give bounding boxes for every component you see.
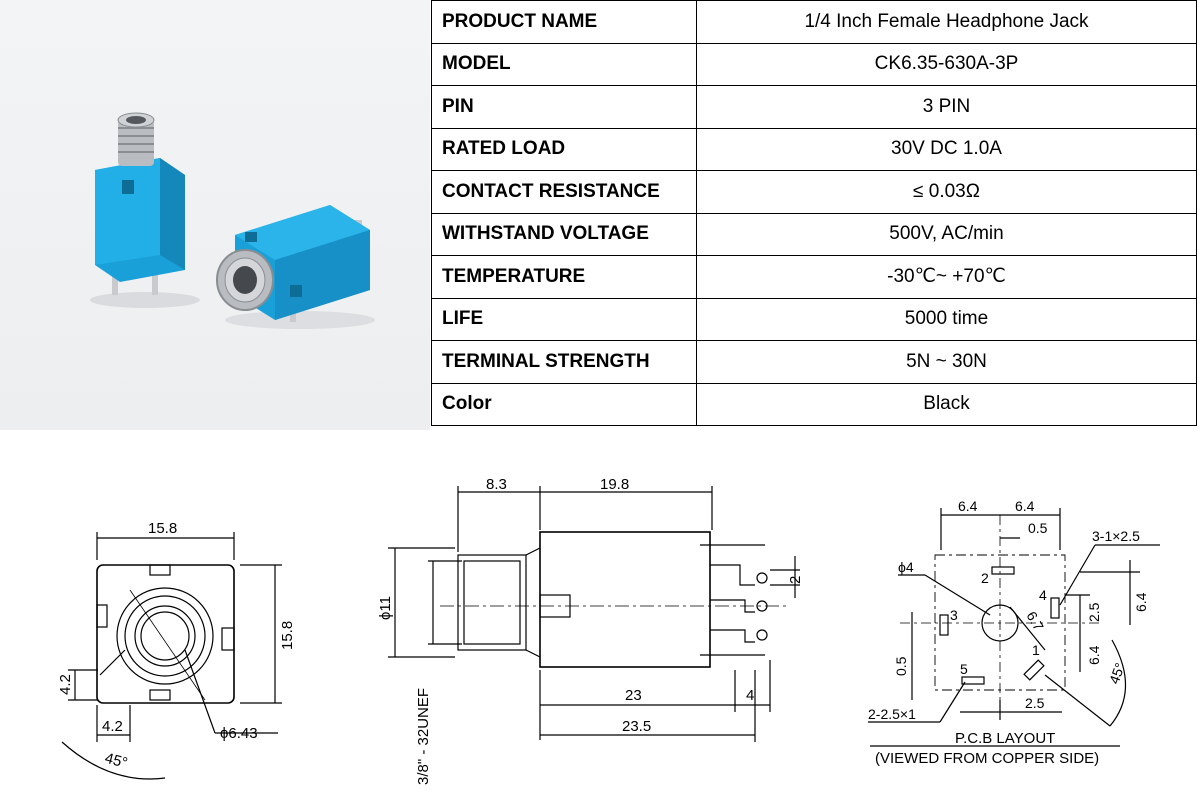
table-row: WITHSTAND VOLTAGE 500V, AC/min (431, 212, 1197, 256)
spec-key: PRODUCT NAME (431, 0, 697, 44)
pcb-dim-25h: 2.5 (1025, 695, 1045, 711)
side-view-drawing: 8.3 19.8 ϕ11 3/8" - 32UNEF 2 23 4 23.5 (377, 476, 804, 785)
jack-upright (95, 112, 185, 295)
spec-key: PIN (431, 85, 697, 129)
pcb-dim-left: 6.4 (958, 498, 978, 514)
pcb-dim-right: 6.4 (1015, 498, 1035, 514)
spec-key: LIFE (431, 297, 697, 341)
pcb-dim-25v: 2.5 (1086, 602, 1102, 622)
pcb-dim-05v: 0.5 (893, 656, 909, 676)
pcb-dim-64v: 6.4 (1133, 592, 1149, 612)
front-view-drawing: 15.8 15.8 4.2 4.2 ϕ6.43 45° (57, 520, 296, 780)
product-photo (0, 0, 430, 430)
spec-key: TERMINAL STRENGTH (431, 340, 697, 384)
spec-value: 5000 time (696, 297, 1197, 341)
pcb-pin-5: 5 (960, 661, 968, 677)
table-row: PRODUCT NAME 1/4 Inch Female Headphone J… (431, 0, 1197, 44)
jack-photo-illustration (90, 112, 375, 329)
table-row: CONTACT RESISTANCE ≤ 0.03Ω (431, 170, 1197, 214)
side-body-label: 23 (625, 687, 642, 704)
pcb-slot-label: 3-1×2.5 (1092, 528, 1140, 544)
spec-key: Color (431, 382, 697, 426)
side-pin-dim-label: 2 (787, 576, 804, 584)
table-row: Color Black (431, 382, 1197, 426)
pcb-slot2-label: 2-2.5×1 (868, 706, 916, 722)
jack-lying (216, 205, 370, 322)
spec-value: 30V DC 1.0A (696, 127, 1197, 171)
table-row: LIFE 5000 time (431, 297, 1197, 341)
spec-key: CONTACT RESISTANCE (431, 170, 697, 214)
pcb-pin-4: 4 (1039, 587, 1047, 603)
pcb-layout-drawing: 2 4 3 5 1 6.4 6.4 0.5 3-1×2.5 ϕ4 6.7 2.5… (868, 498, 1160, 767)
spec-value: ≤ 0.03Ω (696, 170, 1197, 214)
side-diameter-label: ϕ11 (377, 596, 394, 620)
pcb-hole-label: ϕ4 (898, 559, 914, 575)
spec-value: 5N ~ 30N (696, 340, 1197, 384)
table-row: RATED LOAD 30V DC 1.0A (431, 127, 1197, 171)
pcb-subtitle: (VIEWED FROM COPPER SIDE) (875, 750, 1099, 767)
pcb-dim-67: 6.7 (1023, 609, 1047, 634)
side-thread-label: 3/8" - 32UNEF (415, 688, 432, 785)
spec-value: 3 PIN (696, 85, 1197, 129)
table-row: TERMINAL STRENGTH 5N ~ 30N (431, 340, 1197, 384)
front-offset-v-label: 4.2 (57, 674, 74, 695)
spec-value: Black (696, 382, 1197, 426)
front-diameter-label: ϕ6.43 (220, 725, 258, 742)
front-offset-h-label: 4.2 (102, 718, 123, 735)
pcb-dim-small: 0.5 (1028, 520, 1048, 536)
table-row: MODEL CK6.35-630A-3P (431, 42, 1197, 86)
spec-value: 500V, AC/min (696, 212, 1197, 256)
spec-key: RATED LOAD (431, 127, 697, 171)
spec-value: 1/4 Inch Female Headphone Jack (696, 0, 1197, 44)
spec-key: WITHSTAND VOLTAGE (431, 212, 697, 256)
pcb-pin-1: 1 (1032, 642, 1040, 658)
side-dim-b-label: 19.8 (600, 476, 629, 493)
front-width-label: 15.8 (148, 520, 177, 537)
table-row: PIN 3 PIN (431, 85, 1197, 129)
spec-value: -30℃~ +70℃ (696, 255, 1197, 299)
spec-value: CK6.35-630A-3P (696, 42, 1197, 86)
front-height-label: 15.8 (279, 621, 296, 650)
spec-table: PRODUCT NAME 1/4 Inch Female Headphone J… (431, 0, 1197, 426)
pcb-pin-3: 3 (950, 607, 958, 623)
pcb-dim-64v2: 6.4 (1086, 645, 1102, 665)
pcb-pin-2: 2 (981, 570, 989, 586)
spec-key: TEMPERATURE (431, 255, 697, 299)
front-angle-label: 45° (103, 750, 129, 772)
spec-key: MODEL (431, 42, 697, 86)
table-row: TEMPERATURE -30℃~ +70℃ (431, 255, 1197, 299)
technical-drawings: 15.8 15.8 4.2 4.2 ϕ6.43 45° (57, 476, 1160, 785)
pcb-angle-label: 45° (1106, 661, 1128, 686)
side-dim-a-label: 8.3 (486, 476, 507, 493)
pcb-title: P.C.B LAYOUT (955, 730, 1055, 747)
side-tail-label: 4 (746, 687, 754, 704)
side-total-label: 23.5 (622, 718, 651, 735)
